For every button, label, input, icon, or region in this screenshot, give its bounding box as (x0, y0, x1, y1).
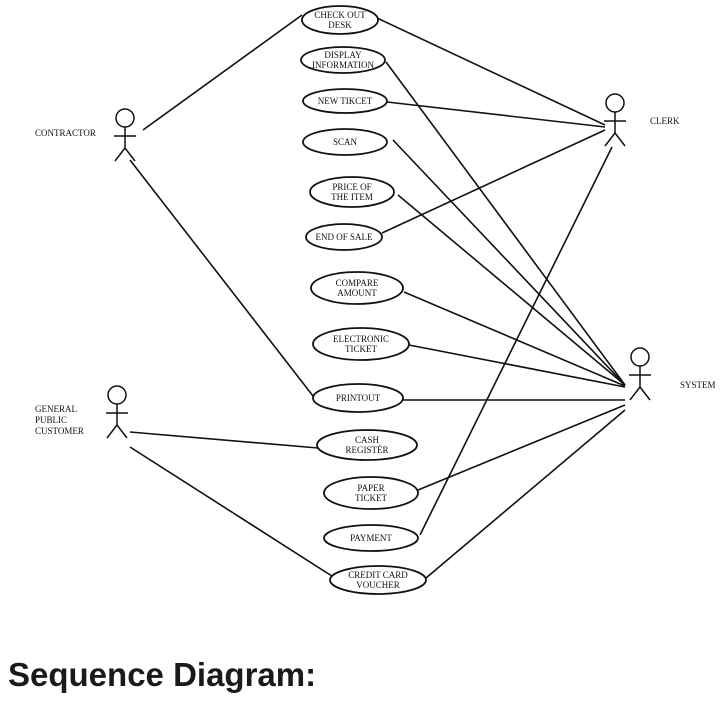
use-case-ellipse (312, 327, 410, 361)
actor-contractor: CONTRACTOR (35, 108, 136, 162)
association-system-voucher (425, 409, 626, 579)
use-case-label: PAPER (357, 483, 384, 493)
association-contractor-checkout (142, 14, 303, 131)
actor-label: GENERAL (35, 404, 77, 414)
stick-figure-icon (604, 93, 626, 147)
use-case-scan: SCAN (302, 128, 388, 156)
use-case-ellipse (302, 128, 388, 156)
actor-label: CONTRACTOR (35, 128, 96, 138)
actor-label: CUSTOMER (35, 426, 84, 436)
association-clerk-checkout (376, 17, 606, 126)
use-case-label: INFORMATION (312, 60, 375, 70)
actor-label: CLERK (650, 116, 680, 126)
use-case-label: TICKET (345, 344, 377, 354)
actor-system: SYSTEM (629, 347, 716, 401)
use-case-label: DESK (328, 20, 352, 30)
use-case-ellipse (305, 223, 383, 251)
use-case-ellipse (323, 524, 419, 552)
actor-label: SYSTEM (680, 380, 716, 390)
use-case-label: ELECTRONIC (333, 334, 389, 344)
association-clerk-endsale (381, 129, 606, 234)
use-case-ellipse (309, 176, 395, 208)
use-case-label: THE ITEM (331, 192, 373, 202)
use-case-label: AMOUNT (337, 288, 377, 298)
actor-label: PUBLIC (35, 415, 67, 425)
use-case-endsale: END OF SALE (305, 223, 383, 251)
use-case-ellipse (301, 5, 379, 35)
association-system-scan (392, 139, 626, 386)
use-case-ellipse (312, 383, 404, 413)
use-case-ellipse (310, 271, 404, 305)
use-case-label: NEW TIKCET (318, 96, 373, 106)
use-case-label: PRICE OF (332, 182, 371, 192)
association-system-compare (403, 291, 626, 387)
association-contractor-printout (129, 159, 314, 397)
use-case-label: PRINTOUT (336, 393, 381, 403)
use-case-ellipse (300, 46, 386, 74)
use-case-label: TICKET (355, 493, 387, 503)
use-case-ellipse (323, 476, 419, 510)
association-customer-cash (129, 431, 319, 449)
association-system-eticket (408, 344, 626, 388)
use-case-label: DISPLAY (324, 50, 362, 60)
stick-figure-icon (114, 108, 136, 162)
use-case-label: CASH (355, 435, 380, 445)
section-heading: Sequence Diagram: (8, 656, 317, 693)
stick-figure-icon (629, 347, 651, 401)
actor-clerk: CLERK (604, 93, 680, 147)
use-case-payment: PAYMENT (323, 524, 419, 552)
association-system-paper (417, 404, 626, 491)
stick-figure-icon (106, 385, 128, 439)
use-case-label: CHECK OUT (314, 10, 366, 20)
association-clerk-payment (419, 146, 613, 536)
use-case-label: CREDIT CARD (348, 570, 408, 580)
use-case-label: END OF SALE (315, 232, 373, 242)
use-case-label: REGISTÈR (345, 445, 388, 455)
association-clerk-newticket (386, 101, 606, 128)
use-case-label: COMPARE (336, 278, 379, 288)
use-case-label: PAYMENT (350, 533, 392, 543)
use-case-ellipse (316, 429, 418, 461)
use-case-label: SCAN (333, 137, 358, 147)
use-case-ellipse (302, 88, 388, 114)
use-case-newticket: NEW TIKCET (302, 88, 388, 114)
use-case-label: VOUCHER (356, 580, 400, 590)
use-case-printout: PRINTOUT (312, 383, 404, 413)
association-system-display (385, 61, 626, 386)
association-system-price (397, 194, 626, 386)
use-case-ellipse (329, 565, 427, 595)
association-customer-voucher (129, 446, 336, 579)
